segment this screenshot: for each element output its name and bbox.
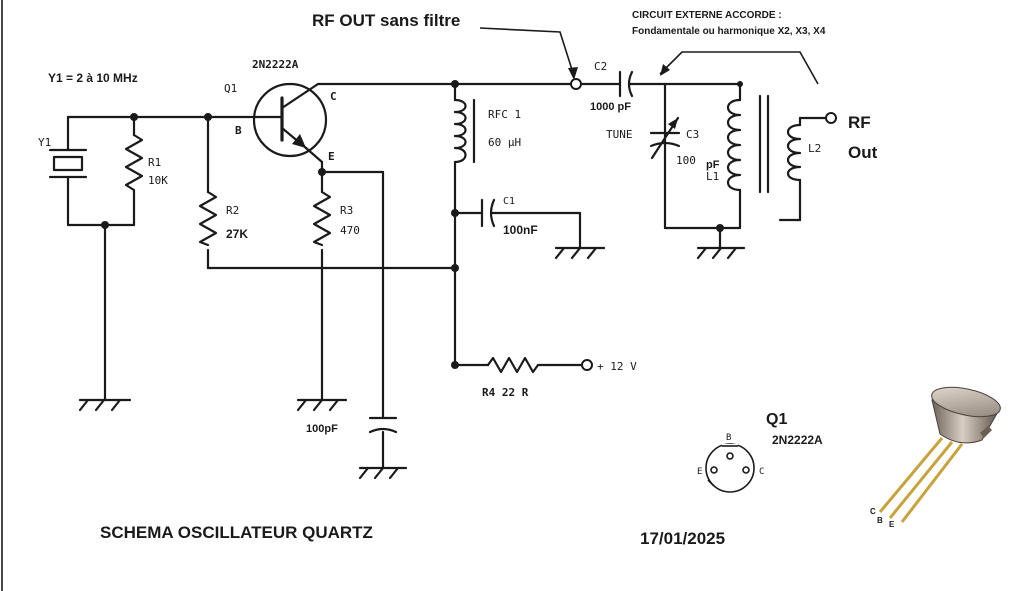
capacitor-c3-variable (649, 116, 681, 160)
capacitor-100pf (368, 416, 398, 434)
resistor-r4 (486, 356, 550, 374)
junction-dots (101, 80, 743, 369)
label-r4: R4 22 R (482, 386, 529, 399)
inductor-rfc1 (453, 98, 476, 164)
label-c3-val: 100 (676, 154, 696, 167)
capacitor-c1 (480, 198, 496, 228)
transistor-q1-symbol (252, 82, 328, 158)
label-q1: Q1 (224, 82, 237, 95)
label-r2-val: 27K (226, 227, 248, 241)
label-r1: R1 (148, 156, 161, 169)
pinout-c: C (759, 467, 764, 477)
label-pin-b: B (235, 124, 242, 137)
resistor-r3 (312, 190, 332, 247)
label-r3: R3 (340, 204, 353, 217)
label-pin-e: E (328, 150, 335, 163)
label-out: Out (848, 143, 878, 162)
pinout-b: B (726, 433, 731, 443)
rf-out-note: RF OUT sans filtre (312, 11, 460, 30)
label-c3-unit: pF (706, 159, 720, 171)
label-c2: C2 (594, 60, 607, 73)
label-l2: L2 (808, 142, 821, 155)
label-y1-range: Y1 = 2 à 10 MHz (48, 71, 138, 85)
ground-symbols (78, 246, 746, 480)
label-tune: TUNE (606, 128, 633, 141)
wires (66, 82, 828, 470)
supply-terminal (581, 359, 593, 371)
label-q1-part: 2N2222A (252, 58, 299, 71)
label-c2-val: 1000 pF (590, 101, 631, 113)
label-r1-val: 10K (148, 174, 168, 187)
label-c1: C1 (503, 196, 515, 207)
label-rfc1: RFC 1 (488, 108, 521, 121)
label-r2: R2 (226, 204, 239, 217)
annotation-bracket-external (659, 51, 819, 85)
label-100pf: 100pF (306, 423, 338, 435)
annotation-arrow-rf-out (479, 27, 578, 80)
diagram-date: 17/01/2025 (640, 529, 725, 548)
leg-c: C (870, 507, 876, 516)
label-r3-val: 470 (340, 224, 360, 237)
label-rf: RF (848, 113, 871, 132)
transistor-pinout (705, 443, 755, 493)
diagram-title: SCHEMA OSCILLATEUR QUARTZ (100, 523, 373, 542)
transformer-l1-l2 (726, 94, 837, 194)
crystal-y1 (48, 148, 88, 187)
pinout-e: E (697, 467, 702, 477)
resistor-r2 (198, 190, 218, 247)
label-y1: Y1 (38, 136, 51, 149)
leg-e: E (889, 520, 895, 529)
transistor-illustration (878, 386, 1001, 523)
capacitor-c2 (570, 70, 634, 98)
label-c1-val: 100nF (503, 223, 538, 237)
label-pin-c: C (330, 90, 337, 103)
leg-b: B (877, 516, 883, 525)
label-supply: + 12 V (597, 360, 637, 373)
external-circuit-desc: Fondamentale ou harmonique X2, X3, X4 (632, 26, 826, 37)
pinout-q1: Q1 (766, 411, 787, 428)
label-c3: C3 (686, 128, 699, 141)
label-l1: L1 (706, 170, 719, 183)
label-rfc1-val: 60 µH (488, 136, 521, 149)
external-circuit-title: CIRCUIT EXTERNE ACCORDE : (632, 10, 782, 21)
pinout-part: 2N2222A (772, 433, 823, 447)
resistor-r1 (124, 133, 144, 197)
